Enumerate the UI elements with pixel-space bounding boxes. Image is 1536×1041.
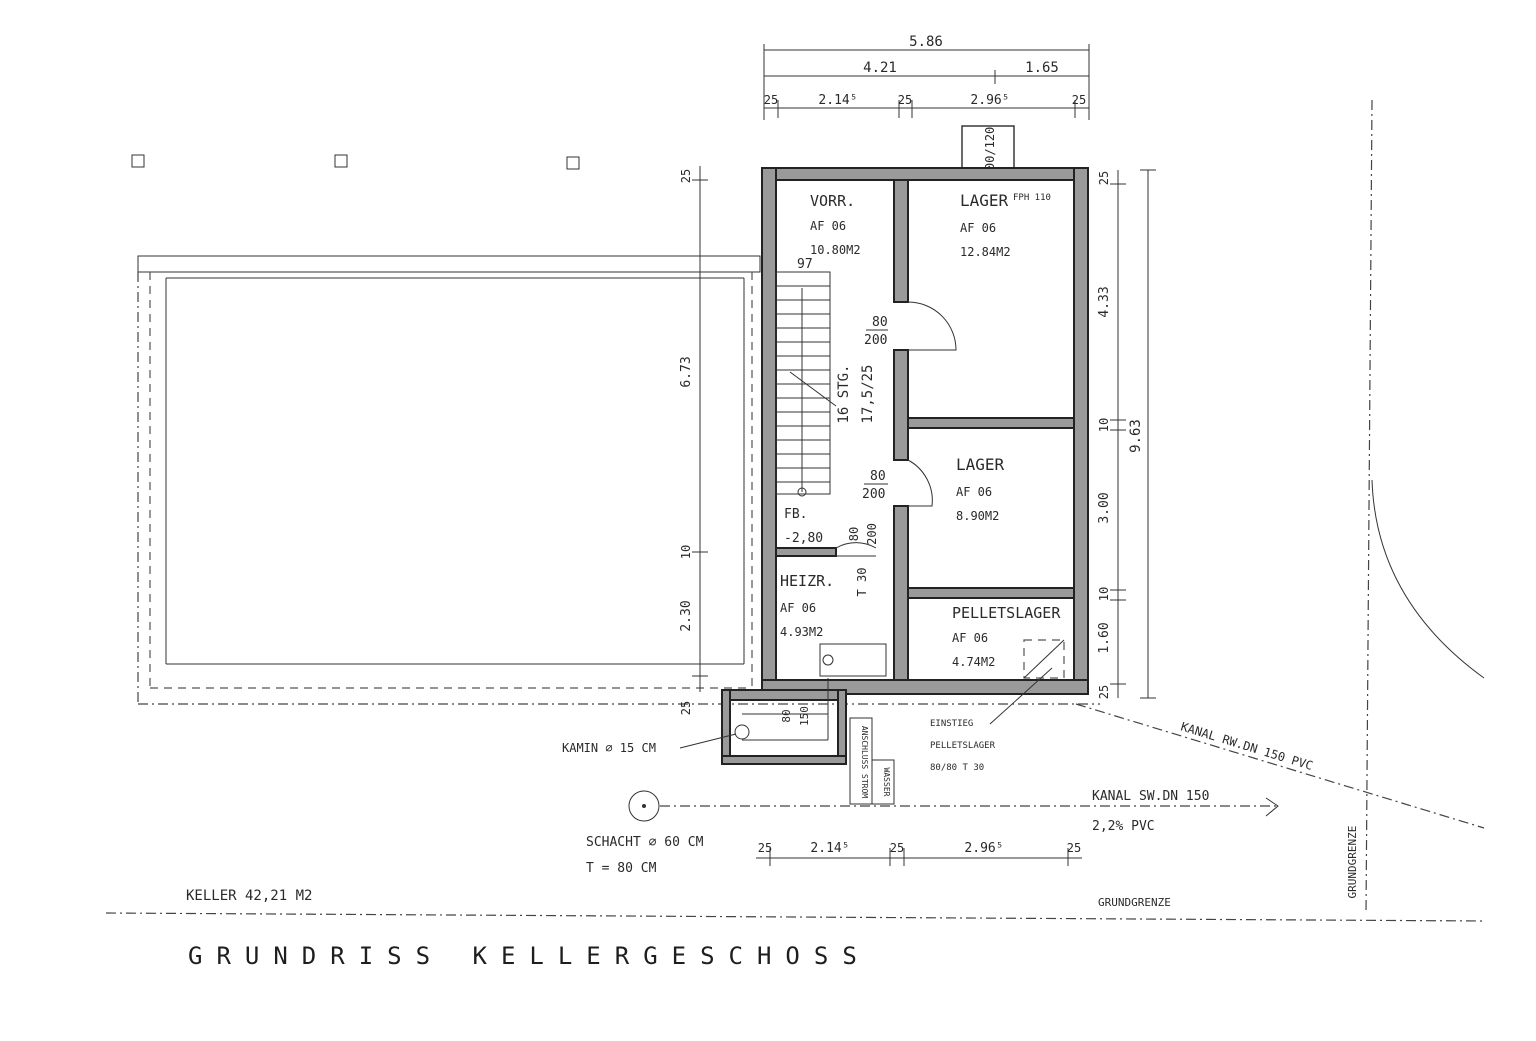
kanal-rw-label: KANAL RW.DN 150 PVC [1179, 719, 1314, 773]
shaft-width: 80 [780, 709, 793, 722]
fph-label: FPH 110 [1013, 193, 1051, 203]
dim-right-b: 4.33 [1097, 286, 1112, 317]
dim-bottom-w2: 25 [890, 841, 904, 855]
room-lager1-area: 12.84M2 [960, 245, 1011, 259]
room-pellet-name: PELLETSLAGER [952, 604, 1061, 622]
dim-right-total: 9.63 [1128, 419, 1144, 453]
dim-bottom-s1: 2.14⁵ [810, 841, 849, 856]
einstieg-label-1: EINSTIEG [930, 719, 973, 729]
stair-width-label: 97 [797, 257, 813, 272]
kamin-annotation: KAMIN ⌀ 15 CM [562, 733, 737, 755]
einstieg-annotation: EINSTIEG PELLETSLAGER 80/80 T 30 [930, 719, 996, 773]
dim-right-e: 10 [1097, 587, 1111, 601]
dim-top-s2: 2.96⁵ [970, 93, 1009, 108]
left-dimensions: 25 6.73 10 2.30 25 [679, 166, 708, 715]
dim-top-s1: 2.14⁵ [818, 93, 857, 108]
fb-level: -2,80 [784, 531, 823, 546]
door2-height: 200 [862, 487, 885, 502]
dim-top-a: 4.21 [863, 60, 897, 76]
dim-left-c: 10 [679, 545, 693, 559]
room-vorr-area: 10.80M2 [810, 243, 861, 257]
room-lager1-floor: AF 06 [960, 221, 996, 235]
room-vorr-name: VORR. [810, 192, 855, 210]
t30-label: T 30 [855, 568, 869, 597]
dim-bottom-w3: 25 [1067, 841, 1081, 855]
window-label: 100/120 [983, 127, 997, 178]
kamin-label: KAMIN ⌀ 15 CM [562, 741, 656, 755]
fb-label: FB. [784, 507, 807, 522]
dim-total-top: 5.86 [909, 34, 943, 50]
dim-right-f: 1.60 [1097, 622, 1112, 653]
room-heizr[interactable]: HEIZR. AF 06 4.93M2 [780, 572, 834, 639]
dim-top-w2: 25 [898, 93, 912, 107]
room-heizr-floor: AF 06 [780, 601, 816, 615]
dim-top-w1: 25 [764, 93, 778, 107]
terrace-outline [137, 255, 1100, 705]
room-lager2-name: LAGER [956, 455, 1005, 474]
dim-right-c: 10 [1097, 418, 1111, 432]
schacht-label-1: SCHACHT ⌀ 60 CM [586, 835, 704, 850]
dim-bottom-s2: 2.96⁵ [964, 841, 1003, 856]
einstieg-label-3: 80/80 T 30 [930, 763, 984, 773]
room-lager-1[interactable]: LAGER AF 06 12.84M2 [960, 191, 1011, 259]
walls [721, 167, 1089, 765]
schacht-label-2: T = 80 CM [586, 861, 657, 876]
stairs-ratio-label: 17,5/25 [860, 364, 876, 423]
room-heizr-area: 4.93M2 [780, 625, 823, 639]
door1-width: 80 [872, 315, 888, 330]
room-vorr[interactable]: VORR. AF 06 10.80M2 [810, 192, 861, 257]
kanal-sw-label-2: 2,2% PVC [1092, 819, 1155, 834]
dim-top-b: 1.65 [1025, 60, 1059, 76]
shaft-height: 150 [798, 706, 811, 726]
room-heizr-name: HEIZR. [780, 572, 834, 590]
door3-height: 200 [865, 523, 879, 545]
stairs[interactable]: 97 16 STG. 17,5/25 [775, 257, 876, 497]
grundgrenze-v-label: GRUNDGRENZE [1346, 826, 1359, 899]
door2-width: 80 [870, 469, 886, 484]
dim-left-b: 6.73 [679, 356, 694, 387]
plan-title: GRUNDRISS KELLERGESCHOSS [188, 942, 871, 970]
door-labels: 80 200 80 200 80 200 T 30 FB. -2,80 [784, 315, 888, 596]
dim-right-g: 25 [1097, 685, 1111, 699]
kanal-sw-label-1: KANAL SW.DN 150 [1092, 789, 1209, 804]
chimney-box: 80 150 ANSCHLUSS STROM WASSER [734, 678, 895, 805]
room-lager-2[interactable]: LAGER AF 06 8.90M2 [956, 455, 1005, 523]
dim-top-w3: 25 [1072, 93, 1086, 107]
markers [131, 154, 580, 170]
einstieg-label-2: PELLETSLAGER [930, 741, 996, 751]
dim-left-d: 2.30 [679, 600, 694, 631]
stairs-label: 16 STG. [836, 364, 852, 423]
equipment [819, 639, 1065, 725]
room-lager1-name: LAGER [960, 191, 1009, 210]
doors [835, 301, 957, 557]
room-pellet-floor: AF 06 [952, 631, 988, 645]
bottom-dimensions: 25 2.14⁵ 25 2.96⁵ 25 [756, 841, 1082, 866]
top-dimensions: 5.86 4.21 1.65 25 2.14⁵ 25 2.96⁵ 25 [763, 34, 1090, 120]
room-vorr-floor: AF 06 [810, 219, 846, 233]
room-lager2-floor: AF 06 [956, 485, 992, 499]
wasser-label: WASSER [882, 768, 891, 797]
dim-right-d: 3.00 [1097, 492, 1112, 523]
room-lager2-area: 8.90M2 [956, 509, 999, 523]
dim-left-e: 25 [679, 701, 693, 715]
dim-right-a: 25 [1097, 171, 1111, 185]
grundgrenze-h-label: GRUNDGRENZE [1098, 896, 1171, 909]
right-dimensions: 25 4.33 10 3.00 10 1.60 25 9.63 [1097, 169, 1156, 699]
door1-height: 200 [864, 333, 887, 348]
property-boundaries: GRUNDGRENZE GRUNDGRENZE [105, 99, 1485, 922]
room-pelletslager[interactable]: PELLETSLAGER AF 06 4.74M2 [952, 604, 1061, 669]
dim-bottom-w1: 25 [758, 841, 772, 855]
door3-width: 80 [847, 527, 861, 541]
anschluss-label: ANSCHLUSS STROM [860, 726, 869, 798]
room-pellet-area: 4.74M2 [952, 655, 995, 669]
keller-area-summary: KELLER 42,21 M2 [186, 888, 312, 904]
dim-left-a: 25 [679, 169, 693, 183]
